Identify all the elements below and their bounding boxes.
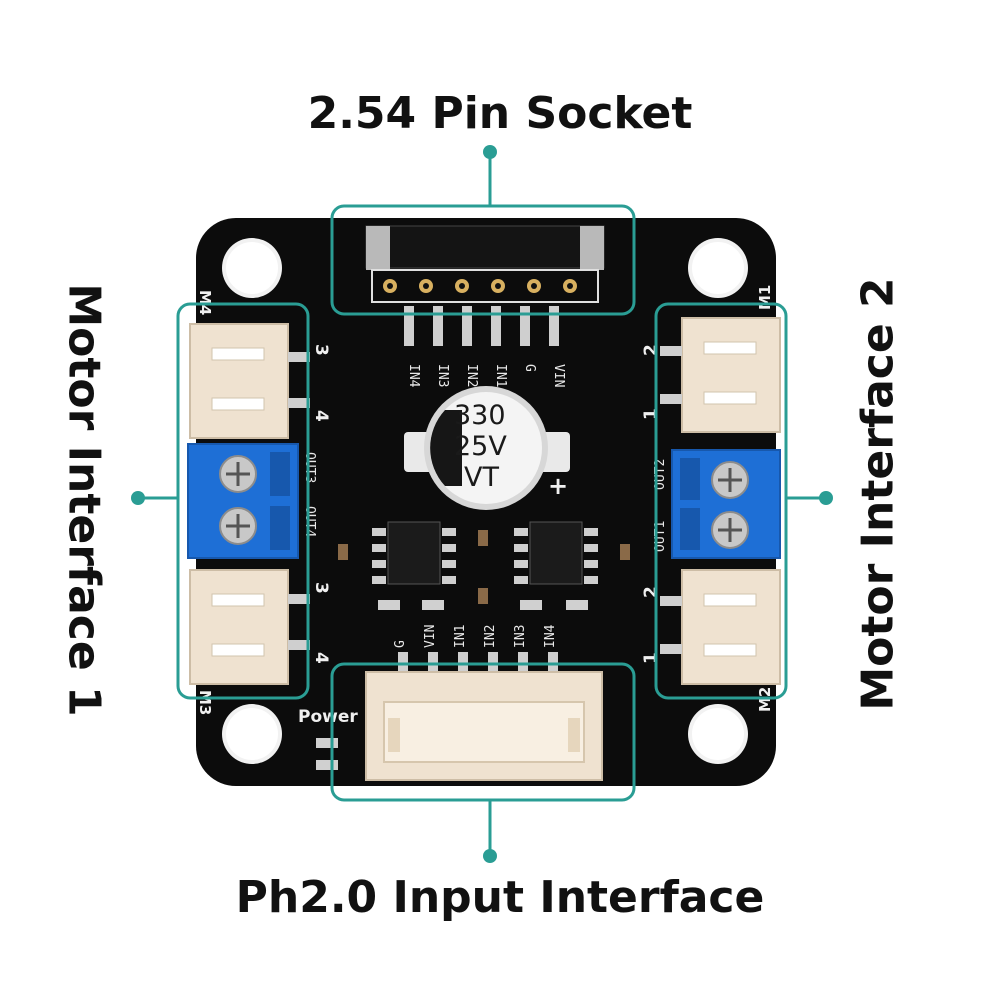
bottom-pin-label: IN1 bbox=[453, 625, 468, 648]
header-pad-hole bbox=[531, 283, 537, 289]
highlight-left bbox=[176, 302, 310, 700]
dot-top bbox=[483, 145, 497, 159]
highlight-bottom bbox=[330, 662, 636, 802]
top-pin-label: IN2 bbox=[464, 364, 479, 387]
pin-2-label: 2 bbox=[641, 344, 661, 356]
header-pad-hole bbox=[567, 283, 573, 289]
electrolytic-capacitor: 330 25V VT + bbox=[404, 386, 570, 510]
header-pad-hole bbox=[423, 283, 429, 289]
header-pad-hole bbox=[459, 283, 465, 289]
pin-4-label: 4 bbox=[311, 652, 331, 664]
pin-1-label: 1 bbox=[641, 652, 661, 664]
pin-1-label: 1 bbox=[641, 408, 661, 420]
top-pin-labels: IN4 IN3 IN2 IN1 G VIN bbox=[406, 364, 566, 388]
bottom-pin-label: IN3 bbox=[513, 625, 528, 648]
motor-connector-right-top bbox=[660, 317, 781, 433]
top-pin-label: IN4 bbox=[406, 364, 421, 388]
dot-left bbox=[131, 491, 145, 505]
dot-bottom bbox=[483, 849, 497, 863]
driver-ic-right bbox=[514, 521, 598, 585]
top-header-pads bbox=[383, 279, 577, 293]
pin-3-label: 3 bbox=[311, 582, 331, 594]
top-pin-label: IN1 bbox=[493, 364, 508, 387]
bottom-pin-labels: G VIN IN1 IN2 IN3 IN4 bbox=[393, 624, 558, 648]
power-led-label: Power bbox=[298, 707, 358, 727]
capacitor-series: VT bbox=[464, 462, 499, 493]
mounting-holes bbox=[222, 238, 748, 764]
bottom-pin-label: VIN bbox=[423, 625, 438, 648]
header-leg bbox=[549, 306, 559, 346]
pin-socket-callout-label: 2.54 Pin Socket bbox=[307, 88, 693, 139]
screw-terminal-left bbox=[187, 443, 299, 559]
top-pin-label: G bbox=[522, 364, 537, 372]
capacitor-value: 330 bbox=[454, 400, 506, 431]
pin-3-label: 3 bbox=[311, 344, 331, 356]
header-leg bbox=[491, 306, 501, 346]
highlight-right bbox=[654, 302, 788, 700]
ph2-input-connector bbox=[365, 671, 603, 781]
motor-connector-left-top bbox=[189, 323, 310, 439]
header-leg bbox=[404, 306, 414, 346]
top-pin-label: IN3 bbox=[435, 364, 450, 387]
pin-4-label: 4 bbox=[311, 410, 331, 422]
driver-ic-left bbox=[372, 521, 456, 585]
screw-terminal-right bbox=[671, 449, 781, 559]
bottom-pin-label: IN2 bbox=[483, 625, 498, 648]
header-leg bbox=[520, 306, 530, 346]
pin-2-label: 2 bbox=[641, 586, 661, 598]
callout-dots bbox=[131, 145, 833, 863]
polarity-plus-label: + bbox=[548, 472, 568, 500]
motor-connector-right-bottom bbox=[660, 569, 781, 685]
highlight-frames bbox=[176, 204, 788, 802]
header-leg bbox=[433, 306, 443, 346]
top-pin-label: VIN bbox=[551, 364, 566, 387]
pin-socket-2-54 bbox=[365, 225, 605, 303]
capacitor-voltage: 25V bbox=[454, 431, 507, 462]
top-header-legs bbox=[404, 306, 559, 346]
m1-label: M1 bbox=[756, 285, 774, 310]
bottom-pin-label: IN4 bbox=[543, 624, 558, 648]
input-interface-callout-label: Ph2.0 Input Interface bbox=[235, 872, 765, 923]
m3-label: M3 bbox=[196, 690, 214, 715]
header-leg bbox=[462, 306, 472, 346]
bottom-pin-label: G bbox=[393, 640, 408, 648]
dot-right bbox=[819, 491, 833, 505]
motor-connector-left-bottom bbox=[189, 569, 310, 685]
highlight-top bbox=[330, 204, 636, 316]
smd-components bbox=[316, 530, 630, 770]
header-pad-hole bbox=[387, 283, 393, 289]
header-pad-hole bbox=[495, 283, 501, 289]
